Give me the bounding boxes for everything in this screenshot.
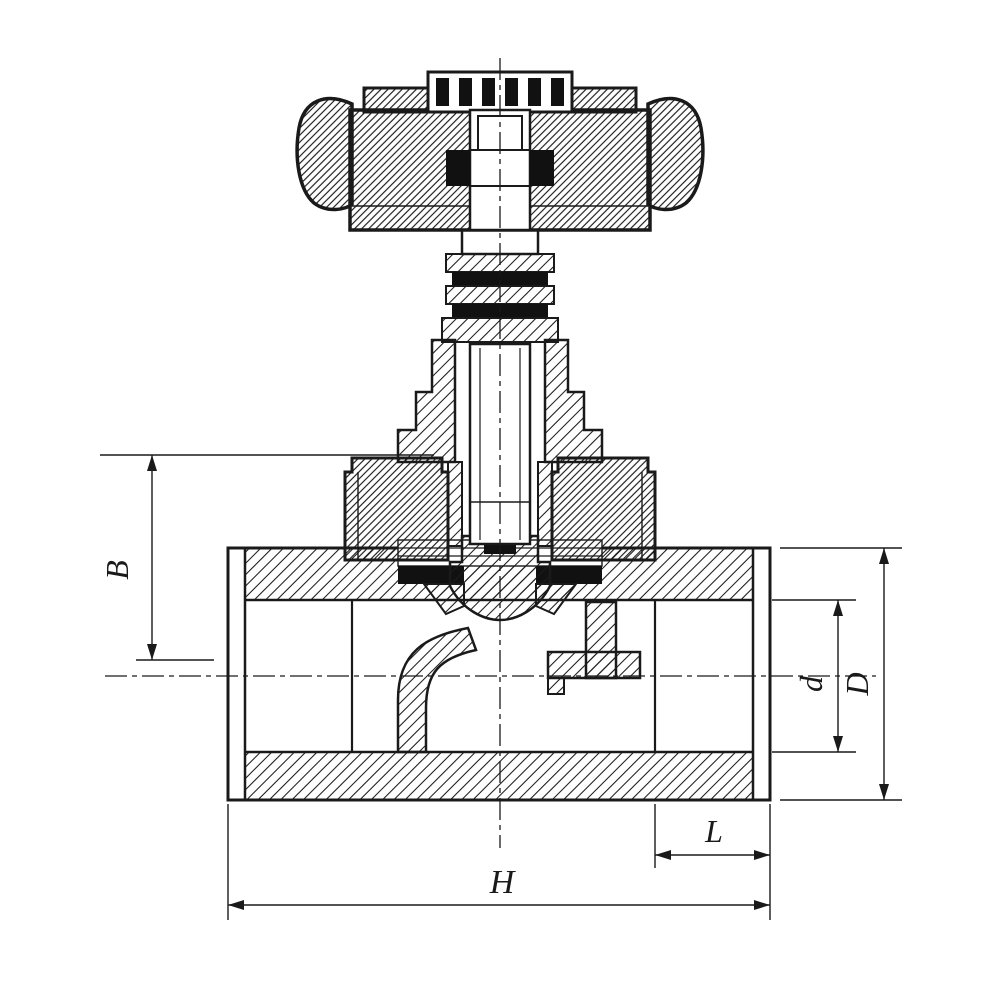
seat-seal-right (536, 566, 602, 584)
dim-d (772, 599, 856, 753)
dim-D (780, 547, 902, 801)
handwheel-wing-right (646, 96, 705, 212)
dim-L (654, 804, 771, 920)
union-nut-right (550, 456, 657, 562)
union-nut-left (343, 456, 450, 562)
dim-label-d: d (793, 675, 829, 692)
dim-label-L: L (704, 813, 723, 849)
seat-seal-left (398, 566, 464, 584)
handwheel (295, 70, 705, 232)
dim-B (100, 454, 434, 661)
dim-label-b: B (99, 560, 135, 580)
dim-label-D: D (839, 672, 875, 696)
handwheel-wing-left (295, 96, 354, 212)
dim-label-H: H (489, 864, 517, 901)
weir-partition (396, 600, 642, 754)
grip-ribs (426, 70, 574, 114)
dim-H (227, 804, 770, 920)
